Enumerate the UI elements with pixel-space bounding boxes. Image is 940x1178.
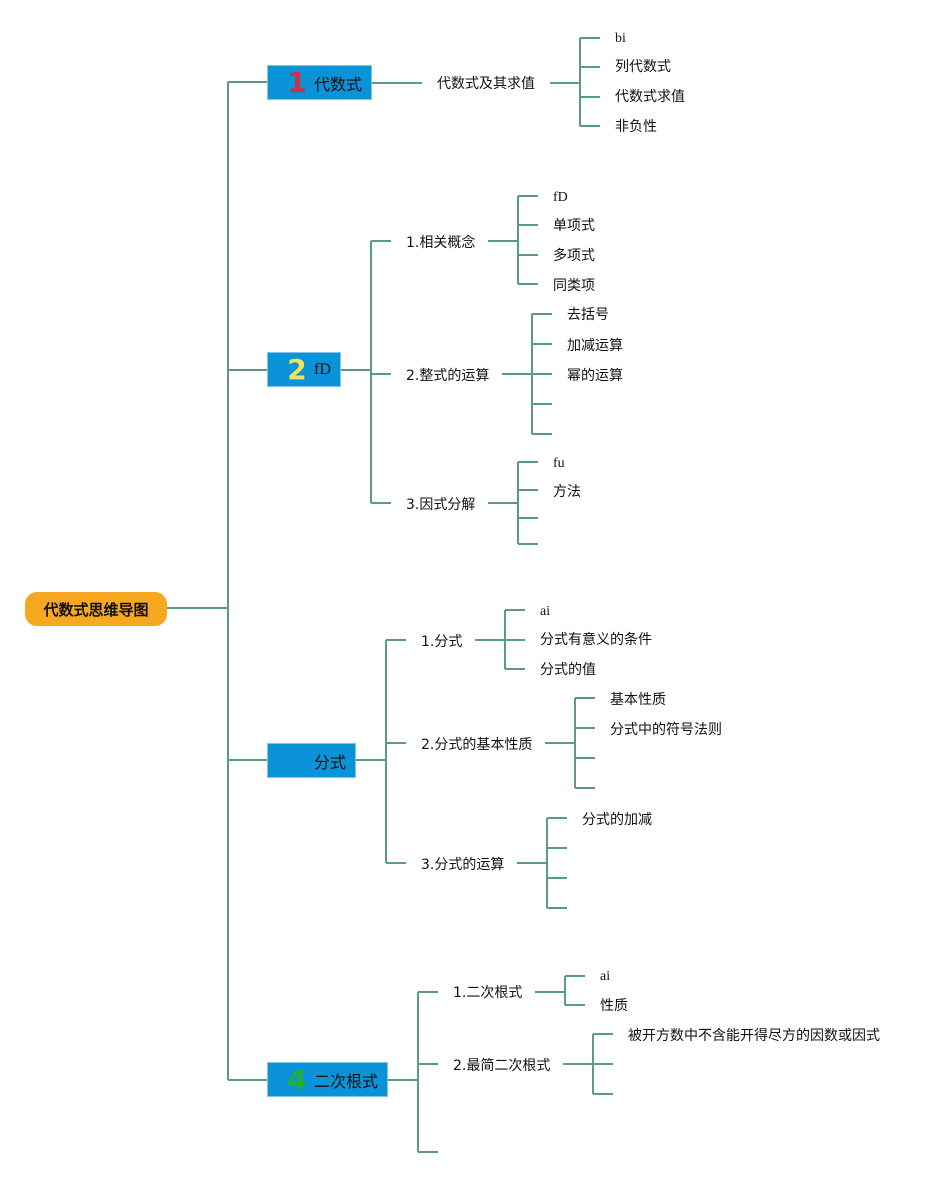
topic-label: 二次根式 [314,1071,379,1091]
leaf-label[interactable]: fu [553,456,565,471]
leaf-label[interactable]: ai [600,969,611,984]
leaf-label[interactable]: 单项式 [553,218,595,234]
leaf-label[interactable]: 代数式求值 [615,89,685,105]
leaf-label[interactable]: 列代数式 [615,59,671,75]
subtopic-label[interactable]: 1.分式 [421,634,463,650]
topic-label: 代数式 [314,74,363,94]
leaf-label[interactable]: 被开方数中不含能开得尽方的因数或因式 [628,1028,880,1044]
number-badge: 1 [287,66,307,99]
leaf-label[interactable]: 性质 [600,998,628,1014]
subtopic-label[interactable]: 3.分式的运算 [421,857,505,873]
subtopic-label[interactable]: 2.最简二次根式 [453,1058,551,1074]
leaf-label[interactable]: 分式的值 [540,662,596,678]
leaf-label[interactable]: 分式中的符号法则 [610,722,722,738]
leaf-label[interactable]: 基本性质 [610,692,666,708]
leaf-label[interactable]: 同类项 [553,278,595,294]
leaf-label[interactable]: 多项式 [553,248,595,264]
topic-node-4[interactable]: 4 二次根式 [267,1062,388,1097]
subtopic-label[interactable]: 2.整式的运算 [406,368,490,384]
leaf-label[interactable]: 非负性 [615,119,657,135]
leaf-label[interactable]: ai [540,604,551,619]
leaf-label[interactable]: 方法 [553,484,581,500]
leaf-label[interactable]: 分式的加减 [582,812,652,828]
root-node[interactable]: 代数式思维导图 [25,592,167,626]
subtopic-label[interactable]: 1.二次根式 [453,985,523,1001]
topic-node-1[interactable]: 1 代数式 [267,65,372,100]
leaf-label[interactable]: fD [553,190,568,205]
leaf-label[interactable]: bi [615,31,626,46]
root-label: 代数式思维导图 [43,600,149,619]
topic-node-2[interactable]: 2 fD [267,352,341,387]
subtopic-label[interactable]: 代数式及其求值 [437,76,535,92]
leaf-label[interactable]: 去括号 [567,307,609,323]
number-badge: 4 [287,1063,307,1096]
subtopic-label[interactable]: 2.分式的基本性质 [421,737,533,753]
subtopic-label[interactable]: 1.相关概念 [406,235,476,251]
leaf-label[interactable]: 分式有意义的条件 [540,632,652,648]
topic-label: 分式 [314,752,347,772]
number-badge: 2 [287,353,307,386]
topic-label: fD [314,360,331,378]
subtopic-label[interactable]: 3.因式分解 [406,497,476,513]
leaf-label[interactable]: 幂的运算 [567,368,623,384]
leaf-label[interactable]: 加减运算 [567,338,623,354]
topic-node-3[interactable]: 分式 [267,743,356,778]
